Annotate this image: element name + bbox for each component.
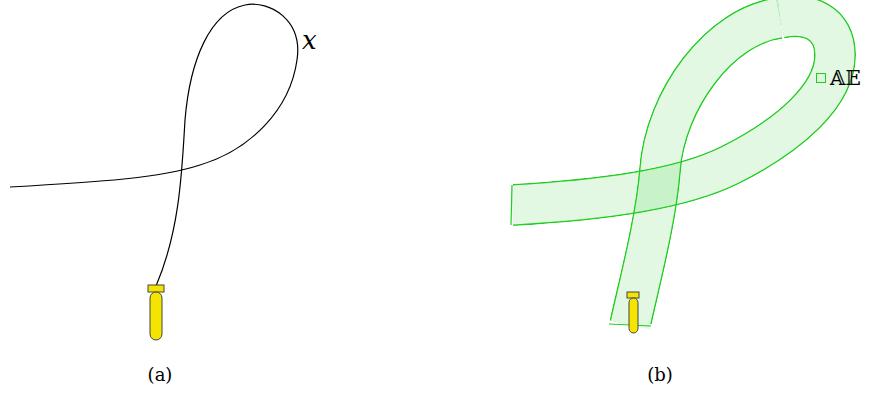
legend-swatch: [816, 73, 826, 83]
ribbon-b: [511, 16, 835, 333]
variable-label: x: [302, 27, 317, 53]
legend-text: 𝔸𝔼: [830, 66, 861, 90]
plug-cap: [148, 285, 164, 292]
band-end: [511, 185, 512, 225]
legend-entry: 𝔸𝔼: [816, 66, 861, 90]
plug-body: [629, 298, 638, 333]
subfigure-caption: (a): [148, 366, 173, 384]
plug-body: [150, 292, 162, 340]
curve: [10, 4, 298, 286]
band-outline: [630, 18, 780, 325]
plug-cap: [627, 292, 639, 298]
subfigure-caption: (b): [647, 366, 673, 384]
curve-a: [10, 4, 298, 340]
